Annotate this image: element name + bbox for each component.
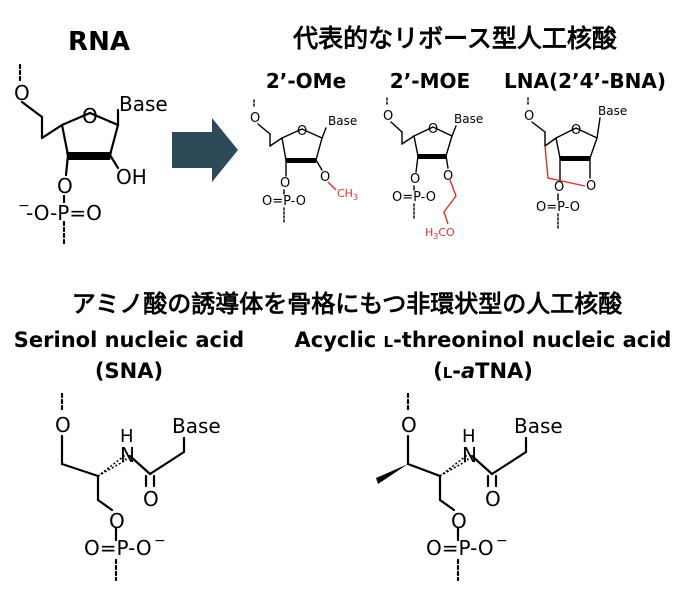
ome-ch3-sub: 3 — [353, 193, 358, 202]
moe-base-label: Base — [454, 112, 483, 126]
moe-h3co-sub: 3 — [433, 232, 438, 241]
atna-carbonyl-o-label: O — [485, 487, 501, 511]
rna-oh-label: OH — [116, 165, 147, 189]
rna-ring-o-label: O — [82, 104, 98, 128]
transform-arrow-icon — [172, 118, 238, 182]
rna-title: RNA — [68, 27, 130, 57]
ome-ring-wedge — [285, 158, 317, 163]
rna-structure — [18, 63, 120, 246]
moe-methoxyethyl-chain — [443, 179, 457, 225]
atna-name-prefix: Acyclic — [295, 328, 384, 352]
moe-o3-label: O — [410, 172, 420, 187]
lna-methylene-bridge — [544, 145, 586, 187]
moe-o5-label: O — [383, 109, 393, 124]
sna-structure — [60, 392, 186, 582]
rna-minus-label: − — [18, 198, 30, 214]
artificial-nucleic-acid-title: 代表的なリボース型人工核酸 — [292, 24, 618, 53]
atna-base-label: Base — [514, 414, 563, 438]
ome-o2-label: O — [320, 170, 330, 185]
ome-methyl-bond — [327, 181, 337, 191]
sna-o1-label: O — [55, 413, 71, 437]
ome-ring-o-label: O — [297, 124, 307, 139]
atna-structure — [406, 392, 528, 582]
lna-o3-label: O — [554, 180, 564, 195]
sna-o2-label: O — [109, 509, 125, 533]
ome-base-label: Base — [328, 114, 357, 128]
lna-o2-label: O — [586, 179, 596, 194]
rna-base-label: Base — [119, 92, 168, 116]
moe-h3co-h: H — [425, 226, 433, 239]
atna-o1-label: O — [401, 413, 417, 437]
moe-h3co-co: CO — [438, 226, 455, 239]
atna-abbr-italic-a: a — [461, 359, 475, 383]
moe-h3co-label: H3CO — [425, 226, 455, 241]
atna-hashed-bond — [439, 454, 469, 477]
sna-phosphate-label: O=P-O — [84, 536, 152, 560]
atna-o2-label: O — [451, 509, 467, 533]
analog-label-lna: LNA(2’4’-BNA) — [504, 69, 666, 93]
ome-structure — [253, 99, 327, 223]
atna-n-label: N — [462, 443, 477, 467]
sna-minus-label: − — [154, 533, 166, 549]
ome-ch3-label: CH3 — [337, 187, 358, 202]
atna-name: Acyclic L-threoninol nucleic acid — [295, 328, 672, 352]
moe-structure — [386, 97, 457, 219]
lna-ring-wedge — [559, 156, 591, 161]
atna-abbr-open: ( — [433, 359, 443, 383]
analog-label-2-moe: 2’-MOE — [390, 69, 470, 93]
sna-name: Serinol nucleic acid — [14, 328, 244, 352]
atna-name-small-l: L — [384, 333, 394, 351]
atna-abbr-rest: TNA) — [475, 359, 533, 383]
rna-o5-label: O — [14, 81, 30, 105]
sna-base-label: Base — [172, 414, 221, 438]
rna-ring-wedge — [66, 152, 112, 160]
rna-o3-label: O — [57, 174, 73, 198]
sna-abbr: (SNA) — [95, 359, 163, 383]
lna-o5-label: O — [524, 109, 534, 124]
rna-phosphate-label: -O-P=O — [26, 201, 102, 225]
sna-h-label: H — [120, 426, 134, 447]
lna-ring-o-label: O — [571, 123, 581, 138]
sna-n-label: N — [120, 443, 135, 467]
lna-structure — [527, 97, 601, 229]
moe-o2-label: O — [443, 169, 453, 184]
ome-o5-label: O — [250, 111, 260, 126]
sna-carbonyl-o-label: O — [143, 487, 159, 511]
atna-abbr-dash: - — [452, 359, 461, 383]
lna-phosphate-label: O=P-O — [536, 200, 580, 215]
atna-phosphate-label: O=P-O — [426, 536, 494, 560]
moe-ring-o-label: O — [428, 122, 438, 137]
atna-abbr-small-l: L — [443, 364, 453, 382]
ome-ch3-text: CH — [337, 187, 353, 200]
ome-phosphate-label: O=P-O — [262, 194, 306, 209]
atna-h-label: H — [462, 426, 476, 447]
atna-minus-label: − — [496, 533, 508, 549]
analog-label-2-ome: 2’-OMe — [266, 69, 346, 93]
lna-base-label: Base — [598, 104, 627, 118]
moe-ring-wedge — [417, 154, 447, 159]
sna-hashed-bond — [97, 454, 127, 477]
atna-name-suffix: -threoninol nucleic acid — [393, 328, 671, 352]
acyclic-section-title: アミノ酸の誘導体を骨格にもつ非環状型の人工核酸 — [72, 290, 624, 318]
atna-abbr: (L-aTNA) — [433, 359, 533, 383]
atna-methyl-wedge — [376, 464, 408, 484]
ome-o3-label: O — [280, 176, 290, 191]
moe-phosphate-label: O=P-O — [392, 190, 436, 205]
